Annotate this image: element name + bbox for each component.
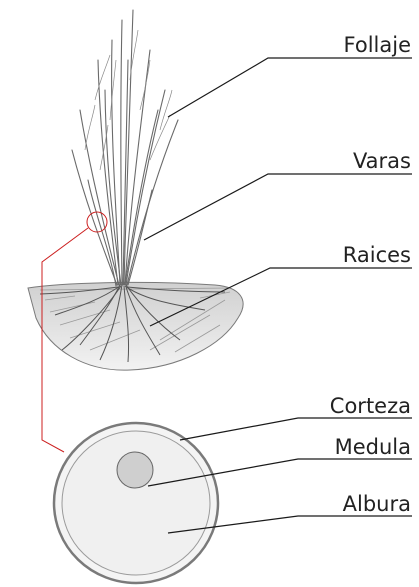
label-raices: Raices [343,245,411,266]
label-medula: Medula [335,437,411,458]
leader-follaje [168,58,412,117]
leader-varas [144,174,412,240]
stems [72,10,178,286]
pith [117,452,153,488]
label-corteza: Corteza [330,396,411,417]
label-varas: Varas [353,151,411,172]
label-follaje: Follaje [344,35,411,56]
stem-cross-section [54,423,218,583]
label-albura: Albura [343,494,411,515]
